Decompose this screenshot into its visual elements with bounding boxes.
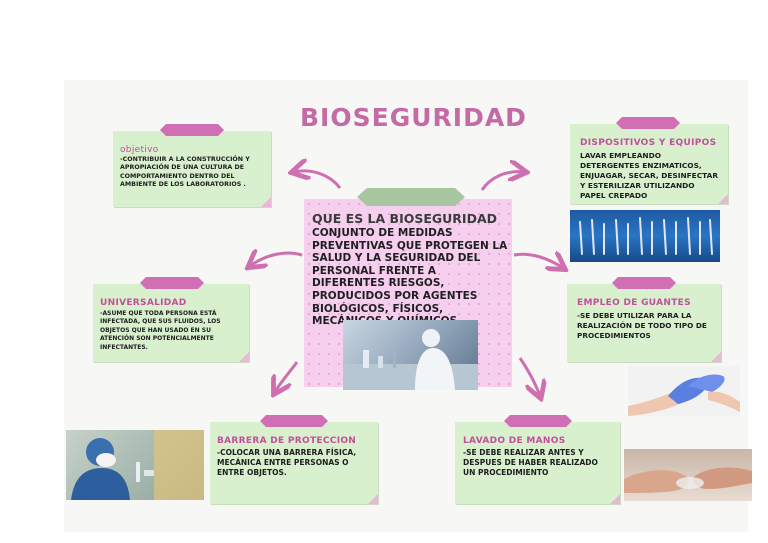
card-lavado [455,422,620,504]
card-tab-guantes [612,277,676,289]
card-tab-dispositivos [616,117,680,129]
card-tab-lavado [504,415,572,427]
card-tab-universalidad [140,277,204,289]
card-fold-decoration [610,494,620,504]
card-guantes [567,284,721,362]
guantes-text: -SE DEBE UTILIZAR PARA LA REALIZACIÓN DE… [577,311,707,340]
surgical-instruments-photo [570,210,720,262]
dispositivos-text: LAVAR EMPLEANDO DETERGENTES ENZIMATICOS,… [580,151,719,200]
card-universalidad [93,284,249,362]
arrow-to-barrera [275,361,299,392]
arrow-to-lavado [518,357,540,396]
arrow-to-universalidad [250,253,303,266]
card-objetivo [113,131,271,207]
lavado-text: -SE DEBE REALIZAR ANTES Y DESPUES DE HAB… [463,448,598,477]
lavado-title: LAVADO DE MANOS [463,436,566,446]
card-tab-barrera [260,415,328,427]
card-dispositivos [570,124,728,204]
gloves-photo [628,366,740,416]
card-fold-decoration [239,352,249,362]
universalidad-text: -ASUME QUE TODA PERSONA ESTÁ INFECTADA, … [100,310,221,351]
arrow-to-objetivo [294,171,342,189]
guantes-title: EMPLEO DE GUANTES [577,298,691,308]
lab-researcher-photo [343,320,478,390]
diagram-title: BIOSEGURIDAD [300,103,527,132]
hand-washing-photo [624,449,752,501]
universalidad-title: UNIVERSALIDAD [100,298,187,308]
barrera-title: BARRERA DE PROTECCION [217,436,357,446]
center-tab-decoration [357,188,465,206]
card-fold-decoration [261,197,271,207]
card-fold-decoration [368,494,378,504]
card-fold-decoration [718,194,728,204]
objetivo-text: -CONTRIBUIR A LA CONSTRUCCIÓN Y APROPIAC… [120,156,250,189]
card-barrera [210,422,378,504]
center-definition: CONJUNTO DE MEDIDAS PREVENTIVAS QUE PROT… [312,227,508,327]
dispositivos-title: DISPOSITIVOS Y EQUIPOS [580,138,717,148]
card-fold-decoration [711,352,721,362]
center-heading: QUE ES LA BIOSEGURIDAD [312,211,498,226]
arrow-to-guantes [513,254,563,268]
card-tab-objetivo [160,124,224,136]
arrow-to-dispositivos [480,172,524,191]
objetivo-title: objetivo [120,145,159,155]
lab-worker-photo [66,430,204,500]
barrera-text: -COLOCAR UNA BARRERA FÍSICA, MECÁNICA EN… [217,448,357,477]
